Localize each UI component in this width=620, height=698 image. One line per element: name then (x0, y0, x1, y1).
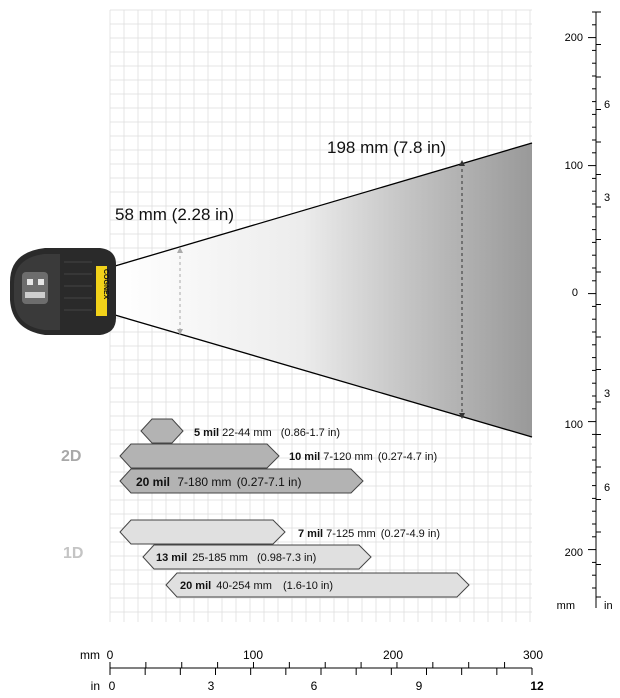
range-label: 20 mil 7-180 mm (0.27-7.1 in) (136, 475, 301, 489)
section-label-1d: 1D (63, 545, 83, 562)
scanner-device: COGNEX (10, 248, 116, 335)
range-label: 20 mil 40-254 mm (1.6-10 in) (180, 580, 333, 592)
right-mm-tick: 100 (565, 160, 583, 172)
section-label-2d: 2D (61, 448, 81, 465)
scanner-led-icon (38, 279, 44, 285)
right-mm-tick: 200 (565, 32, 583, 44)
scanner-led-icon (27, 279, 33, 285)
range-bar-1d-13mil (142, 544, 372, 570)
right-scale: 200 100 0 100 200 6 3 3 6 mm in (557, 11, 613, 612)
scanner-window (22, 272, 48, 304)
right-in-tick: 3 (604, 388, 610, 400)
right-mm-tick: 200 (565, 547, 583, 559)
bottom-mm-tick: 0 (107, 648, 114, 662)
brand-logo: COGNEX (102, 269, 109, 300)
right-unit-in: in (604, 600, 613, 612)
bottom-mm-tick: 100 (243, 648, 263, 662)
near-width-label: 58 mm (2.28 in) (115, 205, 234, 224)
bottom-scale: mm in 0 100 200 300 0 3 6 9 12 (80, 648, 544, 693)
bottom-mm-tick: 300 (523, 648, 543, 662)
right-mm-tick: 100 (565, 419, 583, 431)
right-in-tick: 6 (604, 482, 610, 494)
right-unit-mm: mm (557, 600, 575, 612)
range-bar-2d-5mil (140, 418, 184, 444)
bottom-unit-mm: mm (80, 648, 100, 662)
range-bar-2d-10mil (119, 443, 280, 469)
bottom-unit-in: in (91, 679, 100, 693)
range-label: 13 mil 25-185 mm (0.98-7.3 in) (156, 552, 316, 564)
range-label: 10 mil 7-120 mm (0.27-4.7 in) (289, 451, 437, 463)
range-label: 5 mil 22-44 mm (0.86-1.7 in) (194, 427, 340, 439)
right-mm-tick: 0 (572, 287, 578, 299)
bottom-in-tick: 9 (416, 679, 423, 693)
brand-badge (96, 266, 107, 316)
range-bar-1d-7mil (119, 519, 286, 545)
bottom-in-tick: 3 (208, 679, 215, 693)
bottom-in-tick: 6 (311, 679, 318, 693)
field-of-view-beam (115, 143, 532, 437)
far-width-label: 198 mm (7.8 in) (327, 138, 446, 157)
right-in-tick: 6 (604, 99, 610, 111)
range-bar-1d-20mil (165, 572, 470, 598)
bottom-in-tick: 0 (109, 679, 116, 693)
bottom-mm-tick: 200 (383, 648, 403, 662)
right-in-tick: 3 (604, 192, 610, 204)
range-bar-2d-20mil (119, 468, 364, 494)
range-label: 7 mil 7-125 mm (0.27-4.9 in) (298, 528, 440, 540)
bottom-in-tick: 12 (530, 679, 544, 693)
